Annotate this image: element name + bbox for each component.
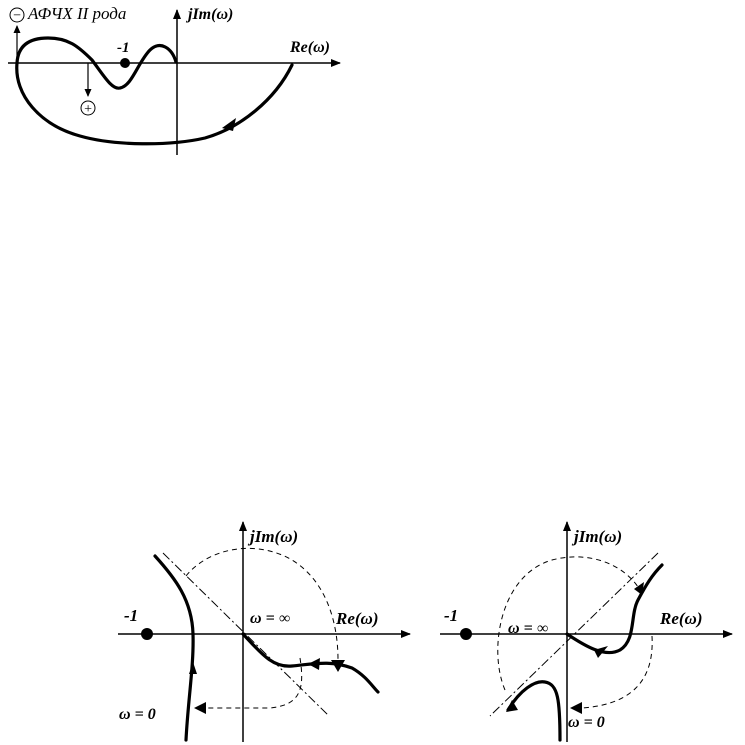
right-imag-label: jIm(ω) (571, 527, 622, 546)
right-curve-lower-arrow (506, 700, 518, 712)
right-dashed-arrow-bottom (570, 702, 582, 714)
right-curve-lower (508, 682, 560, 740)
right-curve-upper (567, 565, 662, 653)
right-omega-inf: ω = ∞ (508, 620, 548, 637)
right-real-label: Re(ω) (659, 609, 703, 628)
right-point-minus-one (460, 628, 472, 640)
right-point-label: -1 (444, 606, 458, 625)
right-dashed-lower (582, 636, 652, 708)
right-omega-zero: ω = 0 (568, 714, 605, 731)
